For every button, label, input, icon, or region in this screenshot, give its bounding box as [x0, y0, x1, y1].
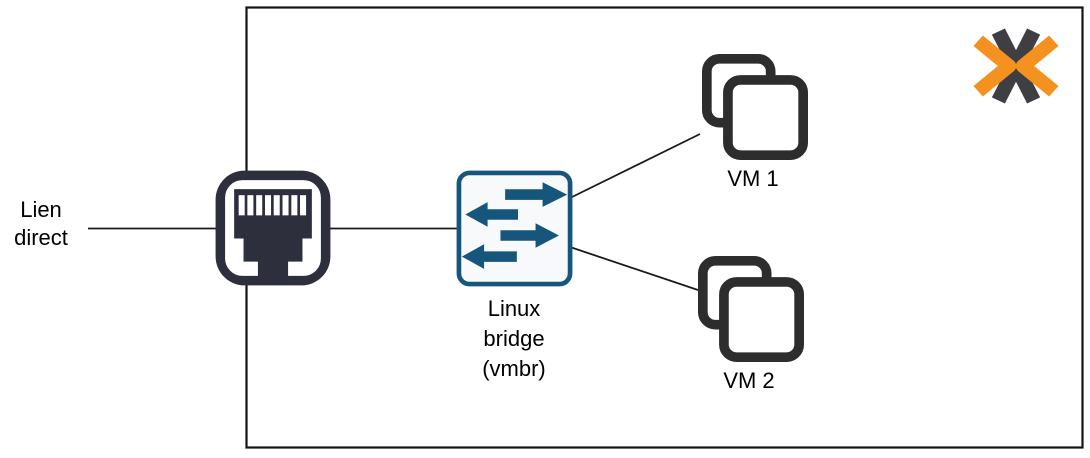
vm1-label: VM 1 — [727, 166, 779, 191]
proxmox-logo — [973, 28, 1059, 104]
wire-bridge-to-vm1 — [569, 133, 701, 199]
external-link-label: Lien direct — [14, 197, 68, 250]
network-bridge-switch-icon — [456, 170, 573, 287]
rj45-pins — [238, 195, 307, 216]
bridge-label: Linux bridge (vmbr) — [482, 296, 546, 381]
wire-bridge-to-vm2 — [569, 246, 699, 291]
virtual-machine-icon — [701, 53, 809, 161]
host-boundary-box — [245, 6, 1084, 449]
virtual-machine-icon — [697, 255, 805, 363]
ethernet-port-icon — [215, 170, 331, 286]
vm2-label: VM 2 — [723, 368, 775, 393]
switch-arrows — [461, 182, 568, 269]
